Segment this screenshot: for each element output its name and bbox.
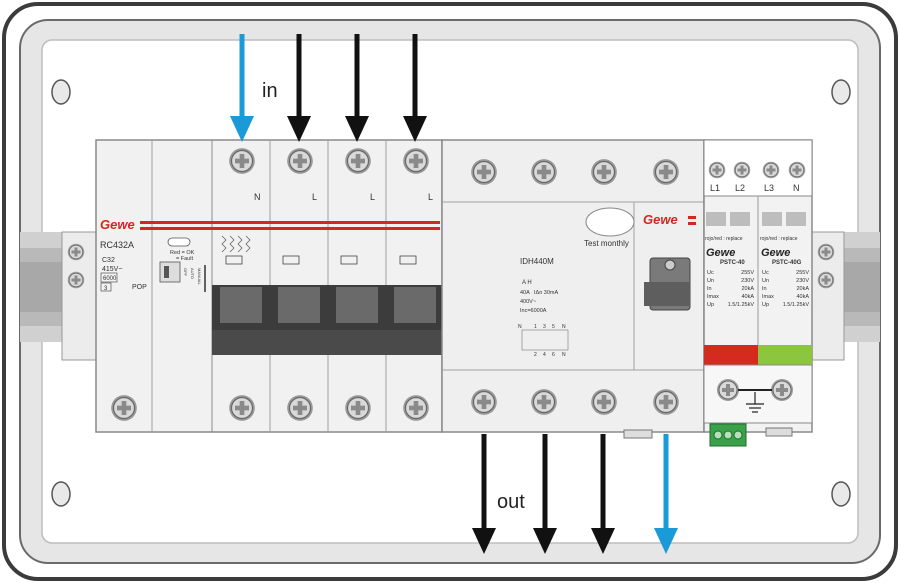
circuit-symbol (221, 235, 251, 253)
spd-spec-value: 20kA (741, 286, 754, 292)
input-arrows: in (230, 34, 427, 142)
spd-terminal-l3: L3 (764, 183, 774, 193)
switch-position-auto: AUTO (190, 268, 195, 279)
rcd-sensitivity: IΔn 30mA (534, 290, 558, 296)
spd-spec-value: 1.5/1.25kV (728, 302, 755, 308)
spd-spec-key: In (707, 286, 712, 292)
spd-spec-key: Un (762, 278, 769, 284)
svg-text:N: N (518, 324, 522, 330)
spd-model-1: PSTC-40 (720, 260, 745, 266)
spd-brand-logo-2: Gewe (761, 247, 790, 259)
svg-text:5: 5 (552, 324, 555, 330)
status-indicator-window (167, 237, 191, 247)
spd-spec-key: Up (707, 302, 714, 308)
out-label: out (497, 491, 525, 513)
spd-spec-key: Uc (707, 270, 714, 276)
spd-spec-value: 255V (741, 270, 754, 276)
spd-model-2: PSTC-40G (772, 260, 802, 266)
switch-position-off: OFF (183, 268, 188, 277)
spd-spec-value: 230V (741, 278, 754, 284)
ok-indicator-green (758, 345, 812, 365)
rcbo-breaking-capacity: 6000 (103, 276, 117, 282)
spd-spec-key: Un (707, 278, 714, 284)
test-monthly-label: Test monthly (584, 239, 629, 248)
spd-spec-value: 230V (796, 278, 809, 284)
in-label: in (262, 80, 278, 102)
svg-text:6: 6 (552, 352, 555, 358)
spd-spec-key: In (762, 286, 767, 292)
ground-symbol-icon (746, 392, 764, 413)
indicator-fault-label: = Fault (176, 256, 193, 262)
terminal-block-green (709, 423, 747, 447)
terminal-label-l2: L (370, 192, 375, 202)
neutral-input-arrowhead (230, 116, 254, 142)
spd-spec-key: Imax (762, 294, 774, 300)
spd-spec-key: Uc (762, 270, 769, 276)
spd-spec-value: 255V (796, 270, 809, 276)
spd-spec-value: 1.5/1.25kV (783, 302, 810, 308)
spd-brand-logo-1: Gewe (706, 247, 735, 259)
mounting-hole (831, 481, 851, 507)
output-arrows: out (472, 434, 678, 554)
switch-position-manual: MANUAL (197, 268, 202, 285)
spd-device: L1 L2 L3 N rojo/red : replace rojo/red :… (703, 139, 813, 447)
spd-terminal-l1: L1 (710, 183, 720, 193)
svg-text:N: N (562, 324, 566, 330)
spd-terminal-n: N (793, 183, 800, 193)
rcbo-brand-logo: Gewe (100, 217, 135, 232)
indicator-ok-label: Red = OK (170, 250, 195, 256)
svg-text:3: 3 (543, 324, 546, 330)
fault-indicator-red (704, 345, 758, 365)
spd-specs-2: Uc 255V Un 230V In 20kA Imax 40kA Up 1.5/1.25kV (762, 270, 809, 308)
mounting-hole (831, 79, 851, 105)
rcd-wiring-diagram: N 1 3 5 N 2 4 6 N (518, 324, 569, 358)
mounting-hole (51, 79, 71, 105)
rcd-rating: 40A (520, 290, 530, 296)
rcd-device: Test monthly IDH440M A H 40A IΔn 30mA 40… (441, 139, 705, 439)
rcbo-class: 3 (104, 286, 108, 292)
rcd-type: A H (522, 280, 532, 286)
terminal-label-n: N (254, 192, 261, 202)
rcbo-voltage: 415V~ (102, 266, 122, 273)
spd-terminal-l2: L2 (735, 183, 745, 193)
spd-specs-1: Uc 255V Un 230V In 20kA Imax 40kA Up 1.5/1.25kV (707, 270, 754, 308)
spd-spec-value: 40kA (796, 294, 809, 300)
spd-spec-value: 20kA (796, 286, 809, 292)
svg-text:2: 2 (534, 352, 537, 358)
mounting-hole (51, 481, 71, 507)
spd-spec-key: Up (762, 302, 769, 308)
rcbo-model: RC432A (100, 240, 134, 250)
test-button[interactable] (585, 207, 635, 237)
rcbo-rating: C32 (102, 257, 115, 264)
rcbo-pop: POP (132, 284, 147, 291)
spd-replace-label-1: rojo/red : replace (705, 236, 743, 242)
svg-text:N: N (562, 352, 566, 358)
rcd-voltage: 400V~ (520, 299, 536, 305)
rcd-model: IDH440M (520, 257, 554, 266)
spd-replace-label-2: rojo/red : replace (760, 236, 798, 242)
mode-selector-switch[interactable] (159, 261, 181, 283)
svg-text:4: 4 (543, 352, 546, 358)
terminal-label-l3: L (428, 192, 433, 202)
spd-spec-value: 40kA (741, 294, 754, 300)
svg-text:1: 1 (534, 324, 537, 330)
terminal-label-l1: L (312, 192, 317, 202)
rcd-inc: Inc=6000A (520, 308, 547, 314)
rcd-brand-logo: Gewe (643, 212, 678, 227)
spd-spec-key: Imax (707, 294, 719, 300)
rcbo-device: Gewe RC432A C32 415V~ 6000 3 POP Red = O… (95, 139, 443, 433)
